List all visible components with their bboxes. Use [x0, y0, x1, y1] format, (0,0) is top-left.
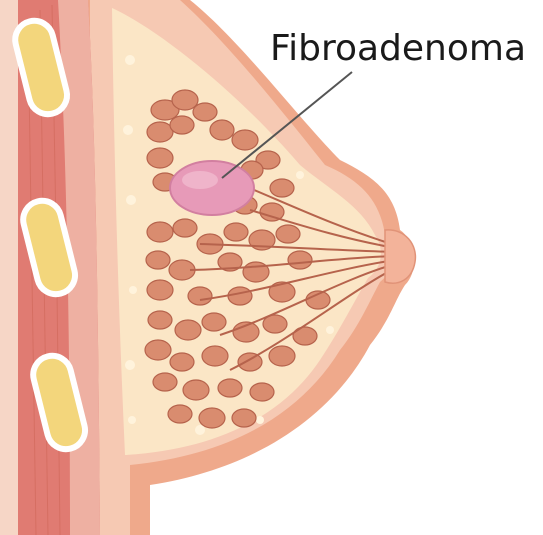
fibroadenoma-highlight [182, 171, 218, 189]
fibroadenoma-mass [170, 161, 254, 215]
fibroadenoma-label: Fibroadenoma [270, 28, 526, 69]
